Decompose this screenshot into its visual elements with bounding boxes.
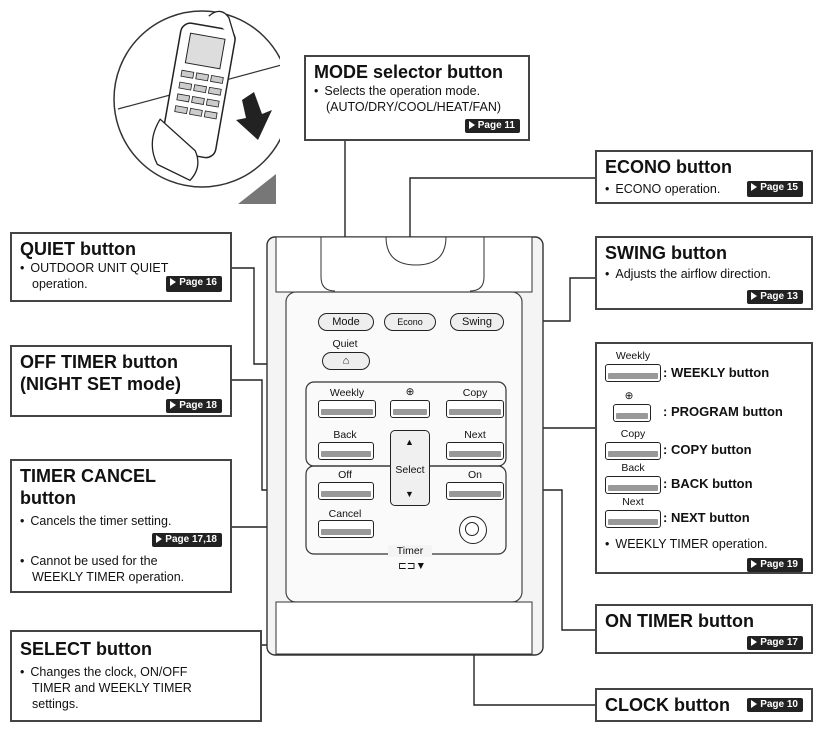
remote-weekly-label: Weekly: [329, 387, 365, 399]
remote-econo-button[interactable]: Econo: [384, 313, 436, 331]
program-legend-icon: ⊕: [624, 390, 634, 402]
weekly-group-text: WEEKLY TIMER operation.: [605, 536, 767, 552]
up-arrow-icon: ▲: [405, 437, 414, 447]
econo-callout-title: ECONO button: [605, 157, 732, 177]
remote-program-button[interactable]: [390, 400, 430, 418]
next-legend-button: [605, 510, 661, 528]
down-arrow-icon: ▼: [405, 489, 414, 499]
mode-callout-text: Selects the operation mode.: [314, 83, 520, 99]
select-callout-text1: Changes the clock, ON/OFF: [20, 664, 252, 680]
quiet-callout-title: QUIET button: [20, 239, 136, 259]
offtimer-callout-title1: OFF TIMER button: [20, 352, 178, 372]
remote-timer-label: Timer: [388, 545, 432, 557]
remote-off-label: Off: [338, 469, 352, 481]
clock-callout-title: CLOCK button: [605, 695, 730, 715]
quiet-callout-row: operation.Page 16: [20, 276, 222, 292]
remote-next-button[interactable]: [446, 442, 504, 460]
house-icon: ⌂: [342, 355, 350, 367]
econo-callout: ECONO button ECONO operation.Page 15: [595, 150, 813, 204]
offtimer-page-ref: Page 18: [166, 399, 222, 413]
cancel-callout-text1: Cancels the timer setting.: [20, 513, 222, 529]
weekly-group-callout: Weekly : WEEKLY button ⊕ : PROGRAM butto…: [595, 342, 813, 574]
remote-quiet-button[interactable]: ⌂: [322, 352, 370, 370]
remote-clock-button[interactable]: [459, 516, 487, 544]
econo-page-ref: Page 15: [747, 181, 803, 197]
mode-callout: MODE selector button Selects the operati…: [304, 55, 530, 141]
remote-back-button[interactable]: [318, 442, 374, 460]
cancel-page-ref: Page 17,18: [152, 533, 222, 547]
mode-page-ref: Page 11: [464, 119, 520, 133]
cancel-callout-text3: WEEKLY TIMER operation.: [32, 570, 185, 584]
remote-copy-label: Copy: [462, 387, 488, 399]
swing-callout-title: SWING button: [605, 243, 727, 263]
next-legend-text: : NEXT button: [663, 510, 750, 525]
cancel-callout-title2: button: [20, 488, 76, 508]
quiet-callout-text: OUTDOOR UNIT QUIET: [20, 260, 222, 276]
remote-cancel-button[interactable]: [318, 520, 374, 538]
quiet-callout: QUIET button OUTDOOR UNIT QUIET operatio…: [10, 232, 232, 302]
clock-callout: CLOCK button Page 10: [595, 688, 813, 722]
cancel-callout-title1: TIMER CANCEL: [20, 466, 156, 486]
remote-next-label: Next: [464, 429, 486, 441]
back-legend-text: : BACK button: [663, 476, 753, 491]
remote-on-button[interactable]: [446, 482, 504, 500]
program-legend-text: : PROGRAM button: [663, 404, 783, 419]
cancel-callout: TIMER CANCEL button Cancels the timer se…: [10, 459, 232, 593]
clock-page-ref: Page 10: [747, 698, 803, 712]
copy-small-label: Copy: [620, 428, 646, 440]
clock-icon: [465, 522, 479, 536]
back-legend-button: [605, 476, 661, 494]
remote-swing-button[interactable]: Swing: [450, 313, 504, 331]
swing-page-ref: Page 13: [747, 290, 803, 304]
cancel-callout-text2: Cannot be used for the: [20, 553, 222, 569]
ontimer-callout-title: ON TIMER button: [605, 611, 754, 631]
econo-callout-row: ECONO operation.Page 15: [605, 181, 803, 197]
mode-callout-title: MODE selector button: [314, 62, 504, 82]
copy-legend-text: : COPY button: [663, 442, 752, 457]
remote-quiet-label: Quiet: [332, 338, 358, 350]
select-callout: SELECT button Changes the clock, ON/OFF …: [10, 630, 262, 722]
remote-select-label: Select: [395, 464, 425, 476]
offtimer-callout: OFF TIMER button (NIGHT SET mode) Page 1…: [10, 345, 232, 417]
remote-mode-button[interactable]: Mode: [318, 313, 374, 331]
remote-on-label: On: [467, 469, 482, 481]
remote-off-button[interactable]: [318, 482, 374, 500]
swing-callout: SWING button Adjusts the airflow directi…: [595, 236, 813, 310]
remote-back-label: Back: [333, 429, 357, 441]
remote-weekly-button[interactable]: [318, 400, 376, 418]
quiet-page-ref: Page 16: [166, 276, 222, 292]
weekly-legend-button: [605, 364, 661, 382]
hand-holding-remote-illustration: [113, 10, 280, 204]
ontimer-callout: ON TIMER button Page 17: [595, 604, 813, 654]
remote-program-icon: ⊕: [405, 386, 415, 398]
remote-select-button[interactable]: ▲ Select ▼: [390, 430, 430, 506]
weekly-small-label: Weekly: [615, 350, 651, 362]
ontimer-page-ref: Page 17: [747, 636, 803, 650]
remote-cancel-label: Cancel: [328, 508, 362, 520]
copy-legend-button: [605, 442, 661, 460]
mode-callout-text2: (AUTO/DRY/COOL/HEAT/FAN): [326, 100, 502, 114]
weekly-page-ref: Page 19: [747, 558, 803, 572]
weekly-legend-text: : WEEKLY button: [663, 365, 770, 380]
back-small-label: Back: [621, 462, 645, 474]
program-legend-button: [613, 404, 651, 422]
select-callout-title: SELECT button: [20, 639, 152, 659]
select-callout-text3: settings.: [32, 697, 79, 711]
select-callout-text2: TIMER and WEEKLY TIMER: [32, 681, 192, 695]
battery-arrow-icon: ⊏⊐▼: [398, 560, 426, 572]
next-small-label: Next: [622, 496, 644, 508]
offtimer-callout-title2: (NIGHT SET mode): [20, 374, 181, 394]
swing-callout-text: Adjusts the airflow direction.: [605, 266, 803, 282]
remote-copy-button[interactable]: [446, 400, 504, 418]
